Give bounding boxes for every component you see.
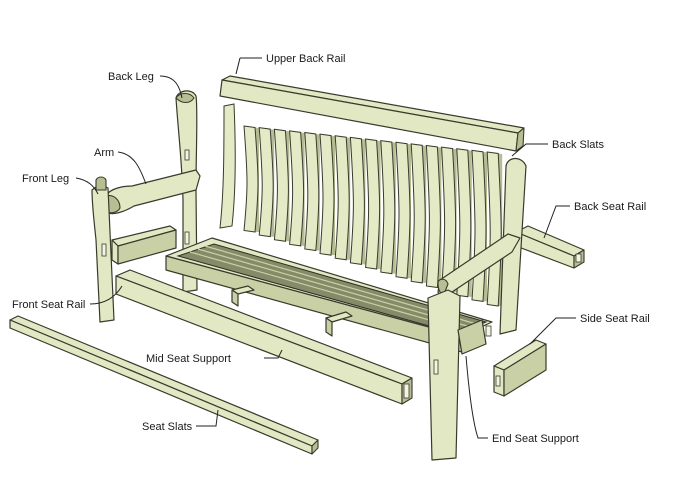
back-slat [471, 149, 487, 302]
back-seat-rail [515, 225, 585, 269]
seat-slat-detached [9, 315, 319, 455]
label-arm: Arm [94, 147, 114, 159]
label-seat-slats: Seat Slats [142, 421, 193, 433]
callouts: Upper Back Rail Back Leg Back Slats Arm … [12, 53, 650, 445]
front-leg-left [91, 176, 115, 323]
back-slat [273, 128, 289, 242]
front-leg-right [427, 289, 461, 461]
back-slats [219, 103, 503, 307]
mid-seat-support [231, 285, 353, 337]
back-slat [365, 138, 381, 270]
back-slat [304, 131, 320, 252]
back-slat [319, 133, 335, 256]
upper-back-rail [219, 75, 525, 152]
front-seat-rail [115, 269, 413, 405]
back-slat [486, 151, 502, 307]
label-back-seat-rail: Back Seat Rail [574, 201, 646, 213]
label-front-leg: Front Leg [22, 173, 69, 185]
label-side-seat-rail: Side Seat Rail [580, 313, 650, 325]
back-slat [380, 140, 396, 275]
side-seat-rail-right [493, 339, 547, 397]
back-slat [334, 135, 350, 261]
end-seat-support [457, 319, 492, 355]
back-slat [349, 136, 365, 265]
label-back-leg: Back Leg [108, 71, 154, 83]
label-upper-back-rail: Upper Back Rail [266, 53, 345, 65]
back-slat [258, 127, 274, 238]
label-back-slats: Back Slats [552, 139, 604, 151]
back-slat [425, 144, 441, 289]
label-end-seat-support: End Seat Support [492, 433, 579, 445]
back-slat [410, 143, 426, 284]
back-slat [456, 148, 472, 298]
side-seat-rail-left [111, 225, 177, 265]
label-mid-seat-support: Mid Seat Support [146, 353, 231, 365]
back-slat [395, 141, 411, 279]
back-slat [243, 125, 259, 233]
back-slat [289, 130, 305, 247]
label-front-seat-rail: Front Seat Rail [12, 299, 85, 311]
